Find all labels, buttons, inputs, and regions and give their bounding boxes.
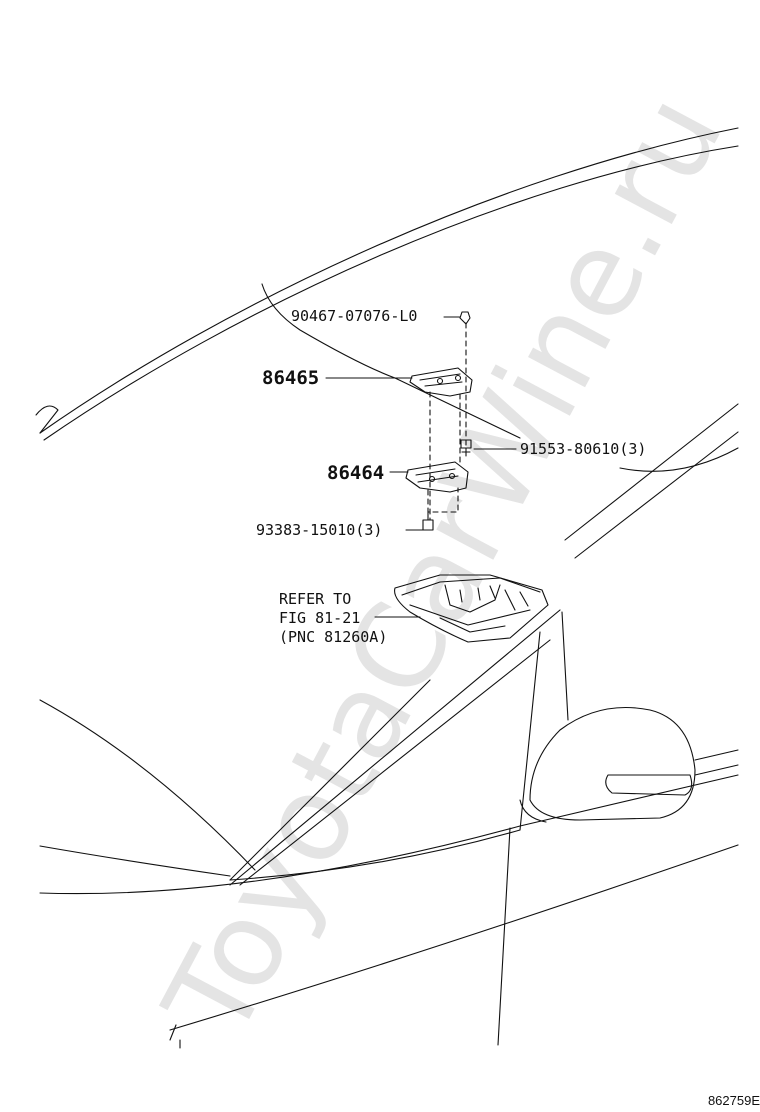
screw-93383 (422, 511, 434, 531)
roof-edge-curve (35, 405, 59, 434)
label-86465: 86465 (262, 367, 320, 389)
pillar-vertical-3 (497, 827, 511, 1046)
label-refer-line1: REFER TO (279, 590, 352, 608)
figure-code: 862759E (707, 1093, 760, 1108)
bracket-86465-shape (409, 367, 473, 397)
roof-inner-line (43, 145, 739, 441)
mirror-arm-1 (694, 749, 739, 761)
door-top-line (39, 774, 739, 895)
door-lower-line-2 (169, 1024, 177, 1041)
overhead-console-shell (394, 574, 549, 643)
label-91553: 91553-80610(3) (520, 440, 647, 458)
label-refer-line2: FIG 81-21 (279, 609, 361, 627)
mirror-base (519, 799, 547, 823)
assembly-dashed-lines (427, 322, 467, 521)
a-pillar-inner (239, 639, 551, 886)
clip-90467 (459, 311, 471, 325)
side-mirror-inner (605, 774, 693, 796)
sensor-86464-shape (405, 461, 469, 493)
label-93383: 93383-15010(3) (256, 521, 383, 539)
headliner-crease (261, 283, 396, 379)
mirror-arm-2 (694, 764, 739, 776)
dash-line-2 (39, 845, 231, 877)
side-mirror-body (529, 707, 696, 821)
roof-outer-line (39, 127, 739, 434)
body-curve-right (619, 447, 739, 472)
windshield-edge-1 (564, 403, 739, 541)
dash-line-1 (39, 699, 256, 871)
label-refer-line3: (PNC 81260A) (279, 628, 388, 646)
windshield-lower-line (229, 679, 431, 881)
label-86464: 86464 (327, 462, 385, 484)
label-90467: 90467-07076-L0 (291, 307, 418, 325)
screw-91553 (460, 439, 472, 457)
pillar-vertical-1 (561, 611, 569, 721)
headliner-line (394, 377, 521, 439)
windshield-edge-2 (574, 431, 739, 559)
a-pillar-outer (229, 609, 561, 886)
pillar-vertical-2 (519, 631, 541, 831)
door-belt-line (229, 829, 521, 881)
door-lower-line (169, 844, 739, 1031)
